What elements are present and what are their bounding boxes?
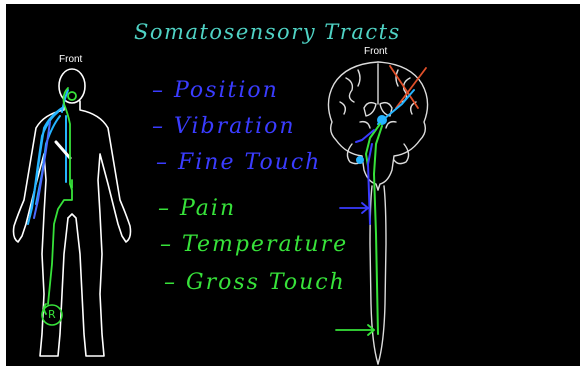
spinothalamic-item-temperature: – Temperature [160, 232, 348, 257]
diagram-title: Somatosensory Tracts [134, 20, 401, 44]
spinothalamic-item-pain: – Pain [158, 196, 236, 221]
spinal-entry-arrows [336, 203, 374, 335]
brain-front-label: Front [364, 46, 387, 57]
blackboard: Front Front R Somatosensory Tracts – Pos… [6, 4, 580, 366]
right-side-marker-label: R [48, 308, 56, 321]
drawing-canvas [6, 4, 580, 366]
spinothalamic-item-gross-touch: – Gross Touch [164, 270, 346, 295]
cortex-cross-out [390, 66, 426, 108]
spinal-cord [370, 186, 386, 364]
dorsal-item-fine-touch: – Fine Touch [156, 150, 321, 175]
dorsal-item-vibration: – Vibration [152, 114, 296, 139]
body-front-label: Front [59, 54, 82, 65]
body-outline-right [68, 101, 131, 356]
body-white-arrow [56, 142, 70, 158]
dorsal-item-position: – Position [152, 78, 279, 103]
